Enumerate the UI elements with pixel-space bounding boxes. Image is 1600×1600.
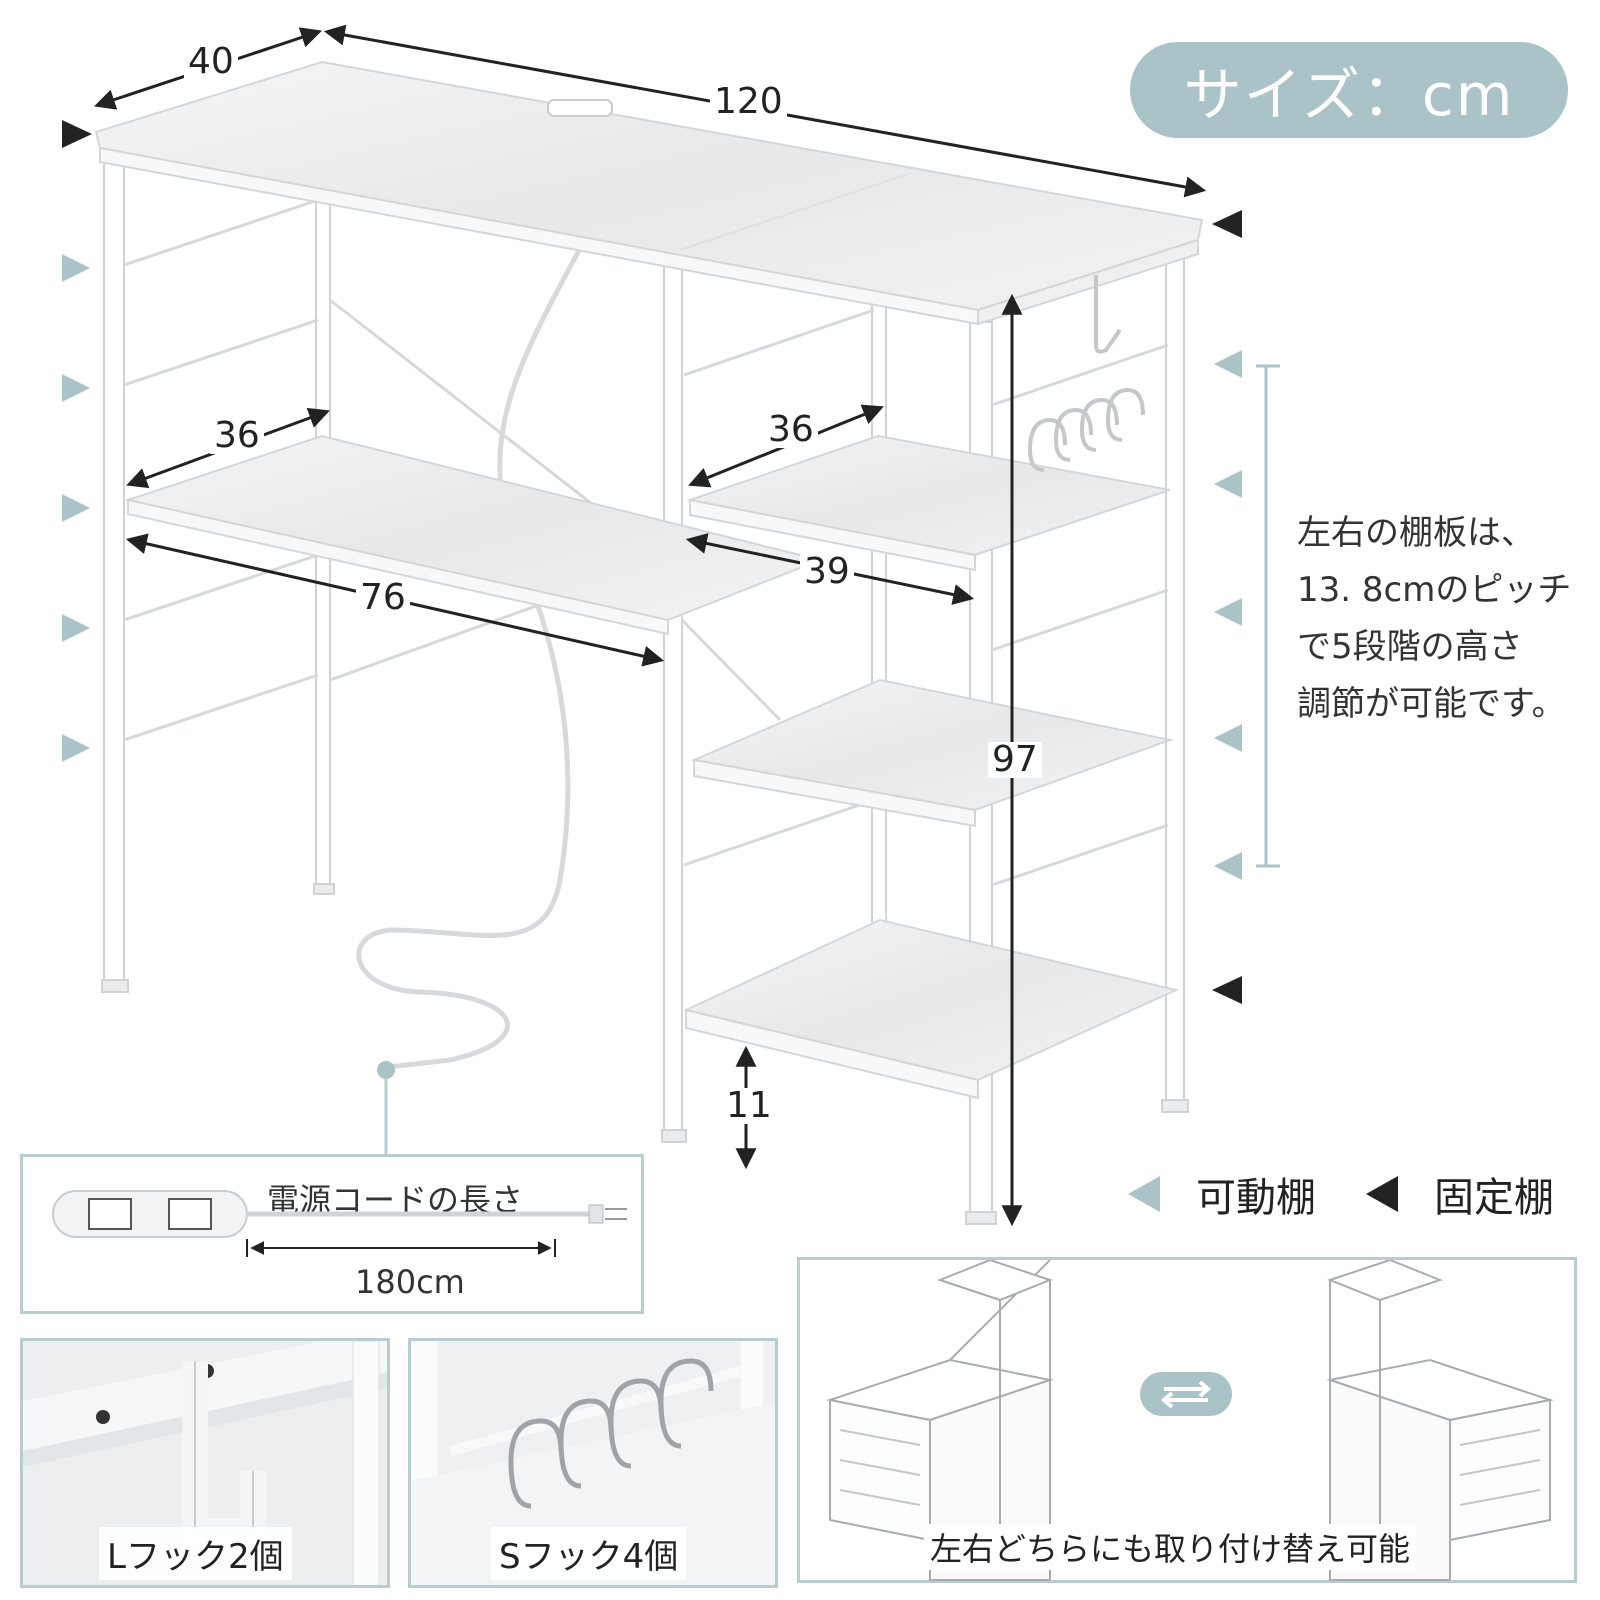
movable-marker-icon	[1128, 1176, 1160, 1212]
right-shelves	[682, 434, 1180, 1100]
outlet-slot	[547, 99, 613, 117]
reversible-label: 左右どちらにも取り付け替え可能	[924, 1524, 1417, 1570]
dim-left-shelf-width: 76	[356, 580, 410, 616]
movable-shelf-markers	[62, 254, 1242, 880]
l-hook-label: Lフック2個	[99, 1527, 292, 1580]
dim-depth-top: 40	[184, 44, 238, 80]
pitch-bracket	[1256, 364, 1280, 868]
fixed-marker-icon	[1366, 1176, 1398, 1212]
note-line: 左右の棚板は、	[1297, 513, 1535, 553]
size-unit-badge: サイズ：cm	[1130, 42, 1568, 138]
cord-length-value: 180cm	[355, 1263, 465, 1301]
cord-length-panel: 電源コードの長さ 180cm	[20, 1154, 644, 1314]
top-board	[94, 60, 1204, 326]
power-cord	[356, 228, 593, 1071]
dim-height: 97	[988, 742, 1042, 778]
dim-right-shelf-width: 39	[800, 554, 854, 590]
swap-arrows-icon	[1140, 1372, 1232, 1416]
left-shelf	[124, 434, 824, 636]
reversible-illustration	[826, 1260, 1554, 1581]
hooks	[1027, 275, 1145, 472]
reversible-panel: 左右どちらにも取り付け替え可能	[797, 1257, 1577, 1583]
l-hook-photo: Lフック2個	[20, 1338, 390, 1588]
cord-plug-marker	[377, 1061, 395, 1079]
dim-right-shelf-depth: 36	[764, 412, 818, 448]
dim-width-top: 120	[710, 84, 787, 120]
legend-fixed: 固定棚	[1366, 1166, 1554, 1222]
legend-movable: 可動棚	[1128, 1166, 1316, 1222]
note-line: で5段階の高さ	[1297, 627, 1523, 667]
s-hook-photo: Sフック4個	[408, 1338, 778, 1588]
note-line: 13. 8cmのピッチ	[1297, 570, 1572, 610]
power-strip-icon	[52, 1190, 627, 1257]
legend-fixed-label: 固定棚	[1434, 1175, 1554, 1221]
s-hook-label: Sフック4個	[491, 1527, 687, 1580]
fixed-shelf-markers	[62, 120, 1242, 1004]
dim-bottom-clearance: 11	[722, 1088, 776, 1124]
legend-movable-label: 可動棚	[1196, 1175, 1316, 1221]
dim-left-shelf-depth: 36	[210, 418, 264, 454]
shelf-adjustment-note: 左右の棚板は、 13. 8cmのピッチ で5段階の高さ 調節が可能です。	[1297, 505, 1597, 733]
note-line: 調節が可能です。	[1297, 684, 1566, 724]
